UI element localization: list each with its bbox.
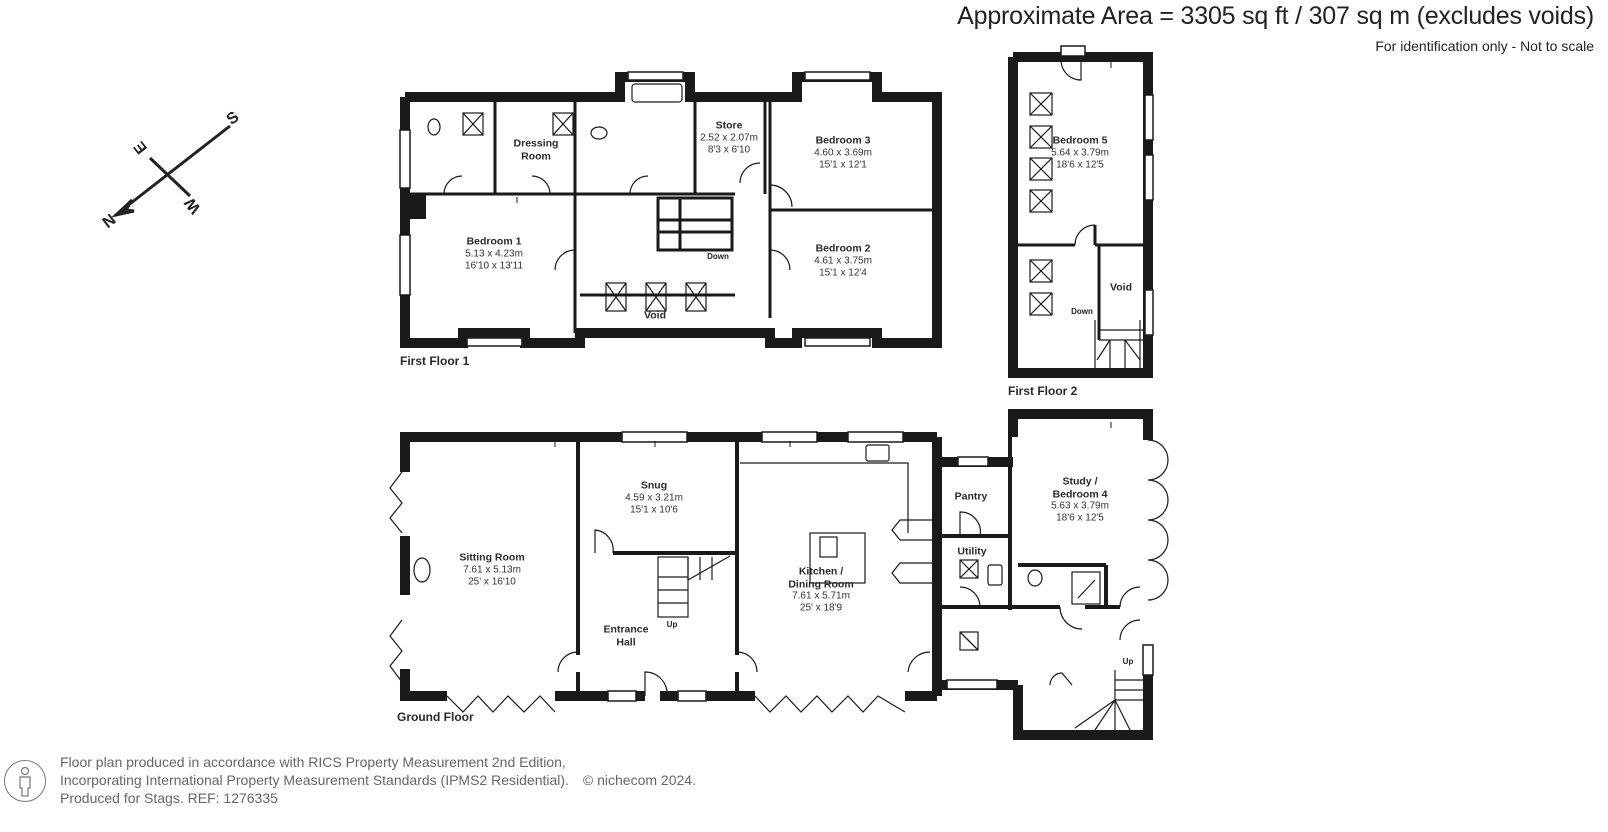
room-pantry: Pantry: [954, 490, 988, 503]
stairs-down-label-ff1: Down: [707, 252, 729, 262]
room-dressing-room: Dressing Room: [513, 137, 559, 162]
scale-disclaimer: For identification only - Not to scale: [1375, 38, 1594, 54]
room-entrance-hall: Entrance Hall: [603, 623, 649, 648]
room-bedroom-2: Bedroom 2 4.61 x 3.75m 15'1 x 12'4: [814, 242, 872, 279]
room-bedroom-5: Bedroom 5 5.64 x 3.79m 18'6 x 12'5: [1051, 134, 1109, 171]
compass-icon: [110, 124, 231, 218]
room-bedroom-3: Bedroom 3 4.60 x 3.69m 15'1 x 12'1: [814, 134, 872, 171]
room-snug: Snug 4.59 x 3.21m 15'1 x 10'6: [625, 479, 683, 516]
footer-line-1: Floor plan produced in accordance with R…: [60, 754, 566, 770]
room-kitchen-dining: Kitchen / Dining Room 7.61 x 5.71m 25' x…: [788, 565, 854, 614]
room-bedroom-1: Bedroom 1 5.13 x 4.23m 16'10 x 13'11: [464, 235, 524, 272]
approximate-area-title: Approximate Area = 3305 sq ft / 307 sq m…: [957, 2, 1594, 30]
stairs-up-label: Up: [666, 620, 678, 630]
floor-label-first-floor-1: First Floor 1: [400, 354, 470, 368]
stairs-down-label-ff2: Down: [1071, 307, 1093, 317]
floor-label-first-floor-2: First Floor 2: [1008, 384, 1078, 398]
first-floor-1-walls: [400, 72, 942, 348]
nichecom-copyright: © nichecom 2024.: [582, 772, 696, 788]
room-utility: Utility: [957, 545, 987, 558]
room-sitting-room: Sitting Room 7.61 x 5.13m 25' x 16'10: [459, 551, 525, 588]
person-icon: [4, 760, 46, 802]
footer-disclaimer: Floor plan produced in accordance with R…: [60, 753, 696, 807]
room-void-ff2: Void: [1110, 281, 1132, 294]
stairs-up-label-annex: Up: [1122, 657, 1134, 667]
room-study-bedroom-4: Study / Bedroom 4 5.63 x 3.79m 18'6 x 12…: [1051, 475, 1109, 524]
room-void-ff1: Void: [644, 309, 666, 322]
floor-label-ground-floor: Ground Floor: [397, 710, 474, 724]
footer-line-3: Produced for Stags. REF: 1276335: [60, 790, 278, 806]
room-store: Store 2.52 x 2.07m 8'3 x 6'10: [700, 119, 758, 156]
footer-line-2: Incorporating International Property Mea…: [60, 772, 696, 788]
